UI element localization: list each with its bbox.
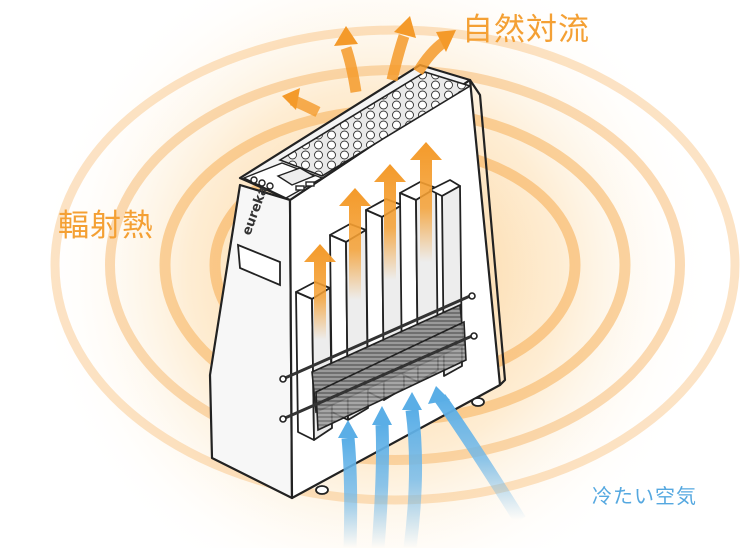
cold-air-arrow [434, 394, 526, 524]
arrowhead [402, 392, 422, 410]
arrowhead [436, 30, 456, 52]
wheel [471, 397, 485, 407]
cold-air-label: 冷たい空気 [592, 484, 697, 508]
arrowhead [394, 16, 416, 38]
display-screen [276, 167, 316, 186]
heating-element [279, 292, 478, 432]
top-arrowheads [282, 16, 456, 110]
side-window [236, 243, 281, 287]
heater-rod [284, 294, 471, 380]
arrowhead [372, 406, 392, 425]
cold-air-arrows [341, 394, 526, 548]
cold-air-arrow [371, 424, 389, 548]
cold-air-arrow [341, 437, 358, 548]
cold-air-arrowheads [338, 386, 450, 438]
convection-arrow [410, 142, 442, 262]
wheel [315, 485, 329, 495]
natural-convection-label: 自然対流 [462, 12, 590, 48]
convection-arrow [386, 34, 410, 82]
arrowhead [334, 26, 358, 46]
heater-rod [284, 334, 473, 420]
convection-arrow [339, 188, 371, 300]
convection-arrow [340, 46, 362, 93]
convection-arrow [374, 164, 406, 280]
wheels [315, 397, 485, 495]
convection-arrow [304, 244, 336, 340]
top-grille [278, 71, 472, 177]
convection-arrow [413, 37, 448, 75]
cold-air-arrow [403, 409, 423, 548]
heat-ring [50, 25, 740, 505]
arrowhead [338, 420, 358, 438]
convection-arrows [304, 142, 442, 340]
arrowhead [282, 88, 300, 110]
arrowhead [428, 386, 450, 404]
radiant-heat-label: 輻射熱 [58, 208, 154, 244]
control-panel [242, 162, 324, 199]
